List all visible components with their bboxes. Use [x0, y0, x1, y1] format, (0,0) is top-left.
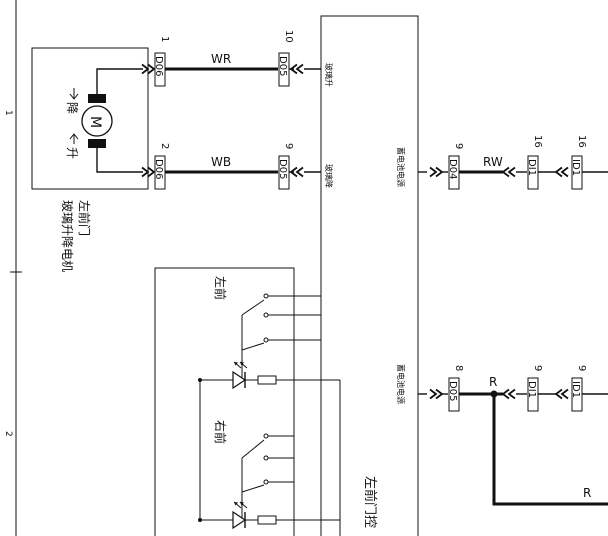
- connector-arrow-icon: [555, 388, 569, 400]
- connector-arrow-icon: [555, 166, 569, 178]
- wire-r-label-top: R: [489, 375, 497, 389]
- connector-d05-10-code: D05: [277, 56, 288, 76]
- switch-contact: [263, 455, 269, 461]
- connector-id1-16-pin: 16: [576, 135, 587, 148]
- switch-right-front-label: 右前: [213, 420, 228, 444]
- connector-d06-1-code: D06: [153, 56, 164, 76]
- grid-row-1: 1: [3, 110, 13, 116]
- connector-d05-9-pin: 9: [283, 143, 294, 149]
- connector-di1-9-pin: 9: [532, 365, 543, 371]
- motor-label-line1: 左前门: [77, 200, 92, 236]
- module-battery-1: 蓄电池电源: [396, 147, 406, 187]
- motor-label-line2: 玻璃升降电机: [60, 200, 74, 272]
- connector-d05-8-pin: 8: [453, 365, 464, 371]
- switch-blade: [241, 342, 265, 351]
- motor-brush-top: [88, 94, 106, 103]
- connector-d06-1: [154, 52, 166, 87]
- connector-d06-2-code: D06: [153, 159, 164, 179]
- wire-wr-label: WR: [211, 52, 231, 66]
- module-battery-2: 蓄电池电源: [396, 364, 406, 404]
- switch-contact: [263, 479, 269, 485]
- led-junction: [198, 518, 202, 522]
- arrow-down-head: [69, 93, 79, 100]
- arrow-up-head: [69, 133, 79, 140]
- module-name: 左前门控: [362, 476, 378, 528]
- wire-rw-label: RW: [483, 155, 503, 169]
- connector-d04-9-code: D04: [447, 159, 458, 179]
- motor-lead-top: [96, 68, 143, 94]
- grid-row-2: 2: [3, 431, 13, 437]
- wire-r-label-bottom: R: [583, 486, 591, 500]
- module-window-down: 玻璃降: [324, 164, 334, 188]
- motor-down-label: 降: [65, 102, 79, 114]
- connector-id1-16-code: ID1: [570, 159, 581, 176]
- switch-left-front-label: 左前: [213, 276, 228, 300]
- switch-blade: [241, 299, 265, 316]
- led-light-icon: [233, 501, 248, 509]
- switch-contact: [263, 337, 269, 343]
- motor-lead-bottom: [96, 148, 143, 173]
- led-resistor: [257, 375, 277, 385]
- connector-id1-9-code: ID1: [570, 381, 581, 398]
- wire-r-branch: [492, 394, 608, 506]
- connector-d05-9-code: D05: [277, 159, 288, 179]
- connector-d05-8-code: D05: [447, 381, 458, 401]
- connector-d04-9-pin: 9: [453, 143, 464, 149]
- module-box: [320, 15, 419, 536]
- motor-symbol: M: [87, 116, 103, 128]
- connector-arrow-icon: [429, 166, 443, 178]
- switch-contact: [263, 433, 269, 439]
- connector-di1-9-code: DI1: [526, 381, 537, 398]
- connector-arrow-icon: [429, 388, 443, 400]
- led-diode-icon: [232, 510, 247, 530]
- connector-d06-2-pin: 2: [159, 143, 170, 149]
- connector-d05-10-pin: 10: [283, 30, 294, 43]
- motor-brush-bottom: [88, 139, 106, 148]
- led-light-icon: [233, 361, 248, 369]
- connector-di1-16-pin: 16: [532, 135, 543, 148]
- switch-panel: [154, 267, 295, 536]
- connector-id1-9-pin: 9: [576, 365, 587, 371]
- module-window-up: 玻璃升: [324, 63, 334, 87]
- led-resistor: [257, 515, 277, 525]
- connector-d06-2: [154, 155, 166, 190]
- wire-wb-label: WB: [211, 155, 231, 169]
- switch-contact: [263, 293, 269, 299]
- connector-d06-1-pin: 1: [159, 36, 170, 42]
- motor-symbol-circle: [81, 105, 113, 137]
- switch-blade: [241, 484, 265, 493]
- switch-contact: [263, 312, 269, 318]
- connector-di1-16-code: DI1: [526, 159, 537, 176]
- switch-blade: [241, 439, 265, 459]
- connector-arrow-icon: [502, 166, 516, 178]
- connector-arrow-icon: [502, 388, 516, 400]
- motor-up-label: 升: [65, 147, 79, 159]
- led-diode-icon: [232, 370, 247, 390]
